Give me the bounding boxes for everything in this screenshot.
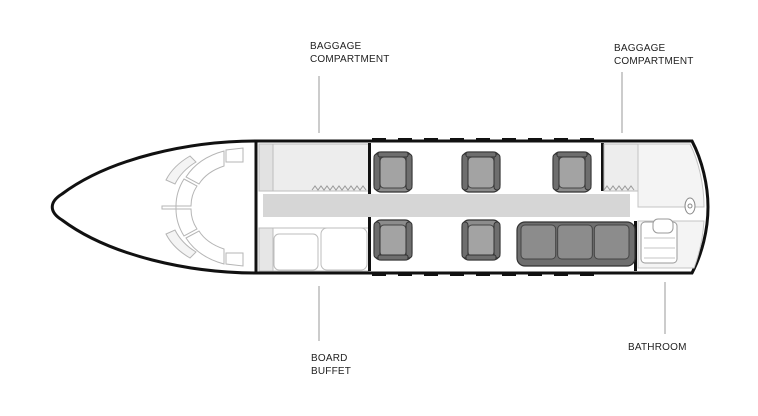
cockpit-nose [50,139,257,275]
window-strip-top [372,138,594,142]
window-mark [424,272,438,276]
passenger-seat [461,151,501,193]
label-line: BUFFET [311,366,352,377]
rear-partition-top [601,143,604,191]
label-baggage-compartment-rear: BAGGAGE COMPARTMENT [614,42,694,68]
window-mark [528,272,542,276]
passenger-seat [373,151,413,193]
window-mark [476,138,490,142]
window-mark [450,272,464,276]
window-mark [398,138,412,142]
buffet-cabinet-2 [320,227,368,271]
label-line: COMPARTMENT [614,56,694,67]
rear-baggage-compartment [603,143,639,192]
label-line: BAGGAGE [614,43,666,54]
toilet-icon [684,197,696,215]
divan-cushion [593,224,630,260]
buffet-shelf [258,227,274,272]
label-baggage-compartment-front: BAGGAGE COMPARTMENT [310,40,390,66]
window-mark [554,138,568,142]
window-mark [476,272,490,276]
window-strip-bottom [372,272,594,276]
window-mark [580,138,594,142]
window-mark [502,138,516,142]
window-mark [528,138,542,142]
divan-cushion [520,224,557,260]
front-baggage-shelf [258,143,274,192]
window-mark [424,138,438,142]
window-mark [554,272,568,276]
window-mark [372,272,386,276]
lavatory-area [637,143,705,208]
seat-group [373,151,592,261]
divan-sofa [516,221,636,267]
label-board-buffet: BOARD BUFFET [311,352,351,378]
toilet-bowl-icon [687,203,693,209]
window-mark [398,272,412,276]
label-line: COMPARTMENT [310,54,390,65]
label-line: BOARD [311,353,348,364]
passenger-seat [461,219,501,261]
front-baggage-compartment [258,143,370,192]
buffet-cabinet-1 [273,233,319,271]
window-mark [372,138,386,142]
cockpit-arc [161,147,244,267]
passenger-seat [373,219,413,261]
label-line: BAGGAGE [310,41,362,52]
aisle [263,194,630,217]
bathroom-basin-icon [652,218,674,234]
passenger-seat [552,151,592,193]
window-mark [450,138,464,142]
label-line: BATHROOM [628,342,687,353]
front-partition-curtain [311,185,367,191]
window-mark [502,272,516,276]
window-mark [580,272,594,276]
label-bathroom: BATHROOM [628,341,687,354]
rear-partition-curtain [603,185,635,191]
divan-cushion [557,224,593,260]
